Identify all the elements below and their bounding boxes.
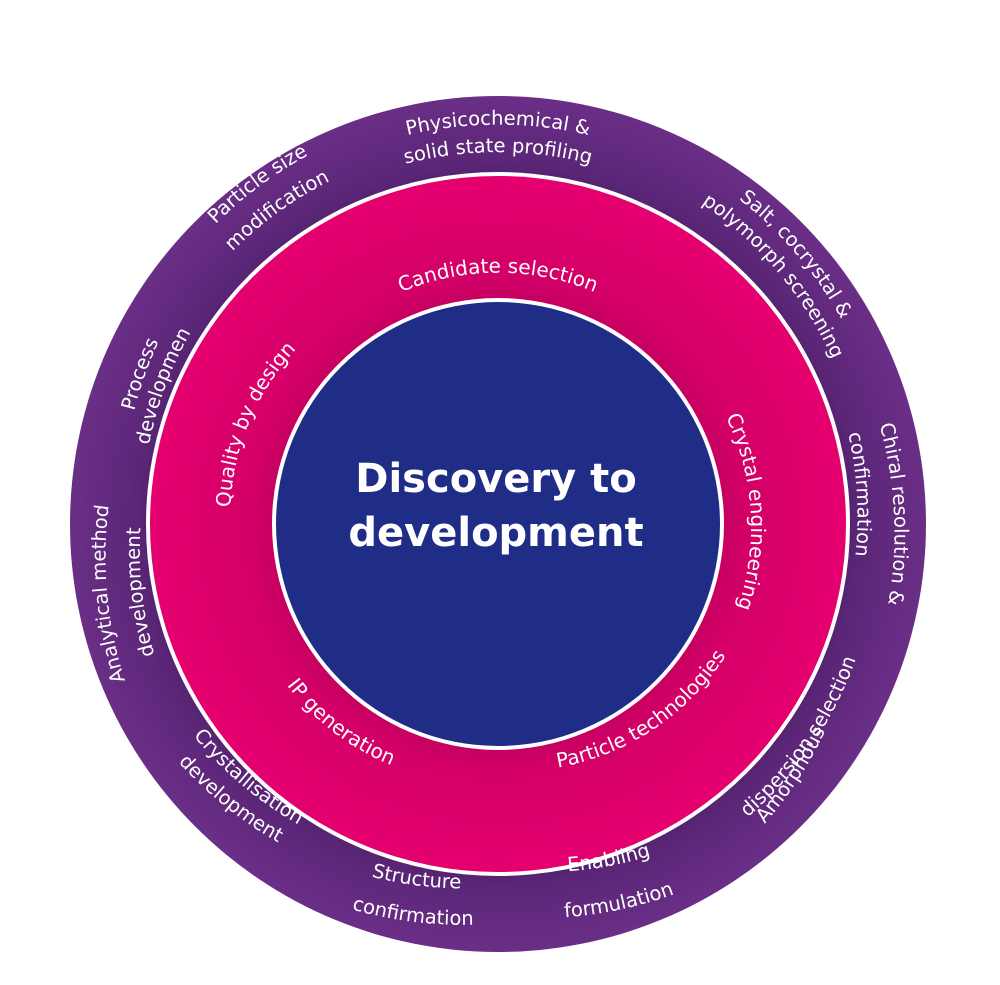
center-title-line1: Discovery to [355, 456, 636, 502]
center-circle [276, 302, 720, 746]
center-title-line2: development [348, 510, 643, 556]
